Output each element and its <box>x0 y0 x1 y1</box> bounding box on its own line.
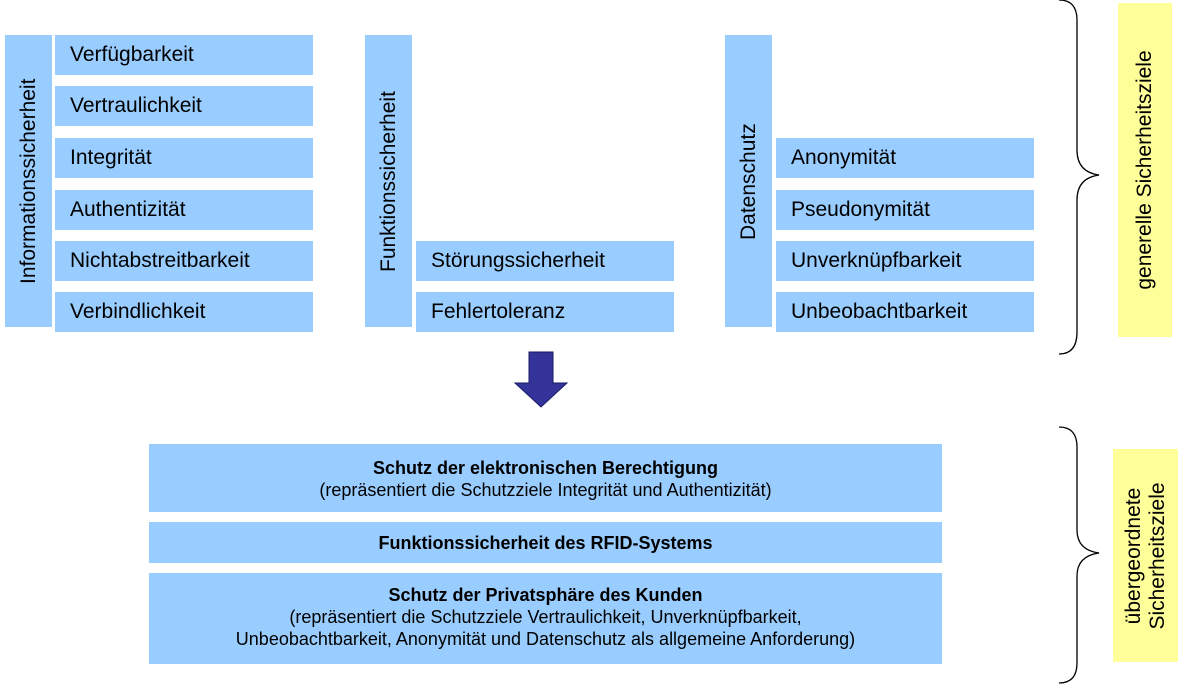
group-label-informationssicherheit-text: Informationssicherheit <box>16 78 40 284</box>
bottom-brace <box>1058 426 1100 684</box>
group-label-datenschutz-text: Datenschutz <box>736 122 760 240</box>
group-label-funktionssicherheit: Funktionssicherheit <box>365 35 412 327</box>
label-uebergeordnete-sicherheitsziele: übergeordnete Sicherheitsziele <box>1113 449 1178 662</box>
label-uebergeordnete-line2: Sicherheitsziele <box>1145 481 1169 630</box>
group-label-funktionssicherheit-text: Funktionssicherheit <box>376 90 400 272</box>
item-verbindlichkeit: Verbindlichkeit <box>55 292 313 332</box>
item-unverknuepfbarkeit: Unverknüpfbarkeit <box>776 241 1034 281</box>
box3-subtitle-line2: Unbeobachtbarkeit, Anonymität und Datens… <box>235 629 856 649</box>
item-verfuegbarkeit: Verfügbarkeit <box>55 35 313 75</box>
group-label-informationssicherheit: Informationssicherheit <box>5 35 52 327</box>
label-uebergeordnete-text: übergeordnete Sicherheitsziele <box>1122 482 1170 629</box>
item-anonymitaet: Anonymität <box>776 138 1034 178</box>
box1-subtitle: (repräsentiert die Schutzziele Integritä… <box>319 480 772 500</box>
item-nichtabstreitbarkeit: Nichtabstreitbarkeit <box>55 241 313 281</box>
label-generelle-text: generelle Sicherheitsziele <box>1133 50 1156 290</box>
box-schutz-elektronische-berechtigung: Schutz der elektronischen Berechtigung (… <box>149 444 942 512</box>
box1-title: Schutz der elektronischen Berechtigung <box>372 458 719 478</box>
item-integritaet: Integrität <box>55 138 313 178</box>
label-uebergeordnete-line1: übergeordnete <box>1121 487 1145 624</box>
label-generelle-sicherheitsziele: generelle Sicherheitsziele <box>1118 3 1172 337</box>
box-schutz-privatsphaere: Schutz der Privatsphäre des Kunden (repr… <box>149 573 942 664</box>
item-vertraulichkeit: Vertraulichkeit <box>55 86 313 126</box>
box2-title: Funktionssicherheit des RFID-Systems <box>378 533 713 553</box>
box3-subtitle-line1: (repräsentiert die Schutzziele Vertrauli… <box>289 607 802 627</box>
item-authentizitaet: Authentizität <box>55 190 313 230</box>
down-arrow-icon <box>513 351 569 408</box>
item-unbeobachtbarkeit: Unbeobachtbarkeit <box>776 292 1034 332</box>
item-pseudonymitaet: Pseudonymität <box>776 190 1034 230</box>
item-fehlertoleranz: Fehlertoleranz <box>416 292 674 332</box>
item-stoerungssicherheit: Störungssicherheit <box>416 241 674 281</box>
box3-title: Schutz der Privatsphäre des Kunden <box>388 585 703 605</box>
group-label-datenschutz: Datenschutz <box>725 35 772 327</box>
box-funktionssicherheit-rfid: Funktionssicherheit des RFID-Systems <box>149 522 942 563</box>
top-brace <box>1058 0 1100 355</box>
